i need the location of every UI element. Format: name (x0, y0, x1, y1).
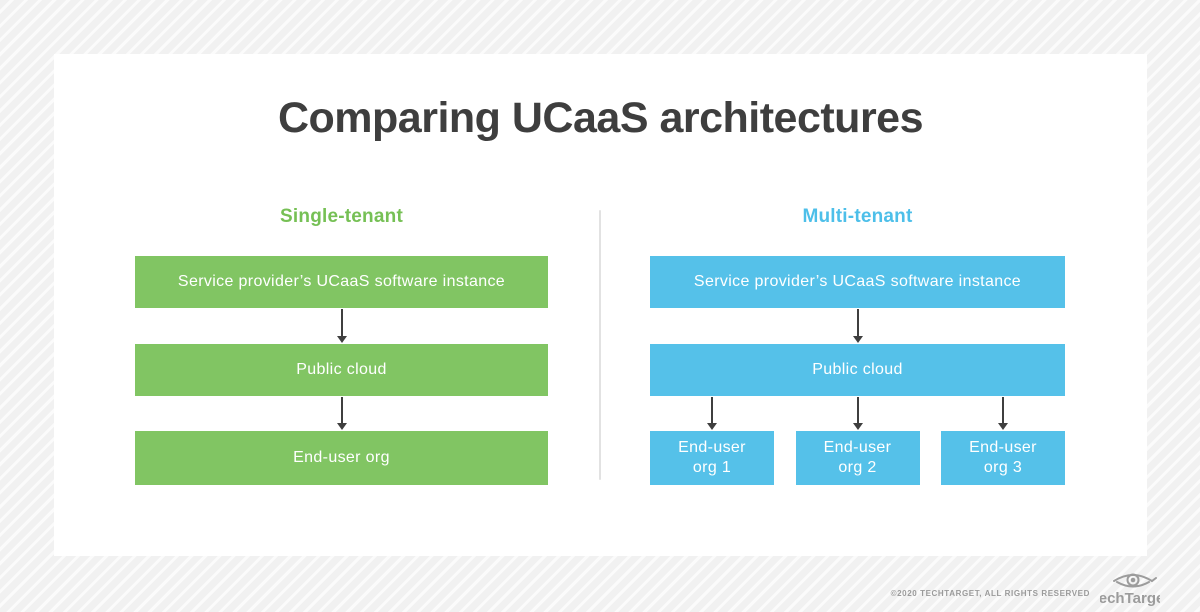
end-user-org-label-line: End-user (823, 439, 892, 456)
arrow-down-icon (941, 396, 1065, 431)
end-user-org-2-box: End-user org 2 (795, 431, 920, 485)
techtarget-logo: TechTarget (1100, 570, 1160, 606)
end-user-org-3-box: End-user org 3 (941, 431, 1065, 485)
arrow-down-icon (796, 396, 920, 431)
multi-tenant-heading: Multi-tenant (802, 206, 913, 227)
single-tenant-software-instance-box: Service provider’s UCaaS software instan… (135, 256, 548, 308)
arrow-down-icon (650, 308, 1065, 344)
fan-out-arrows (650, 396, 1065, 431)
techtarget-wordmark: TechTarget (1100, 590, 1160, 606)
end-user-org-label-line: End-user (678, 439, 746, 456)
copyright-text: ©2020 TECHTARGET, ALL RIGHTS RESERVED (890, 589, 1090, 598)
multi-tenant-column: Multi-tenant Service provider’s UCaaS so… (650, 206, 1065, 485)
single-tenant-public-cloud-box: Public cloud (135, 344, 548, 396)
end-user-org-row: End-user org 1 End-user org 2 End-user o… (650, 431, 1065, 485)
single-tenant-end-user-org-box: End-user org (135, 431, 548, 485)
techtarget-eye-icon: TechTarget (1100, 573, 1160, 606)
page-title: Comparing UCaaS architectures (277, 94, 924, 142)
end-user-org-label-line: org 1 (692, 459, 732, 476)
single-tenant-column: Single-tenant Service provider’s UCaaS s… (135, 206, 548, 485)
column-divider (599, 210, 601, 480)
end-user-org-label-line: End-user (969, 439, 1037, 456)
multi-tenant-software-instance-box: Service provider’s UCaaS software instan… (650, 256, 1065, 308)
multi-tenant-public-cloud-box: Public cloud (650, 344, 1065, 396)
end-user-org-label-line: org 2 (838, 459, 877, 476)
end-user-org-label-line: org 3 (983, 459, 1023, 476)
end-user-org-1-box: End-user org 1 (650, 431, 774, 485)
diagram-card: Comparing UCaaS architectures Single-ten… (54, 54, 1147, 556)
footer: ©2020 TECHTARGET, ALL RIGHTS RESERVED Te… (891, 570, 1160, 606)
arrow-down-icon (650, 396, 774, 431)
arrow-down-icon (135, 396, 548, 431)
single-tenant-heading: Single-tenant (280, 206, 403, 227)
arrow-down-icon (135, 308, 548, 344)
